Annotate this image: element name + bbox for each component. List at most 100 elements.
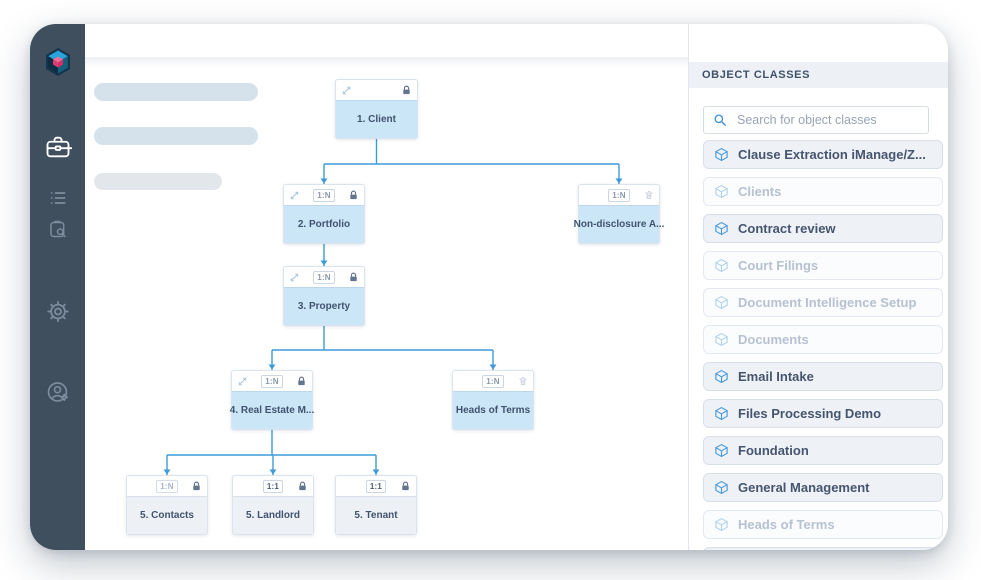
- search-box[interactable]: [703, 106, 929, 134]
- object-class-label: Contract review: [738, 221, 836, 236]
- object-class-item[interactable]: Foundation: [703, 436, 943, 465]
- diagram-node-heads[interactable]: 1:N Heads of Terms: [452, 370, 534, 430]
- object-cube-icon: [714, 406, 729, 421]
- list-icon: [50, 192, 65, 204]
- node-header: 1:N: [579, 185, 659, 205]
- panel-title: OBJECT CLASSES: [702, 69, 811, 81]
- cardinality-badge[interactable]: 1:N: [313, 188, 335, 202]
- sidebar-item-settings[interactable]: [45, 299, 70, 324]
- object-class-item[interactable]: Files Processing Demo: [703, 399, 943, 428]
- node-header: 1:1: [233, 476, 313, 496]
- diagram-node-realestate[interactable]: 1:N 4. Real Estate M...: [229, 370, 315, 430]
- object-classes-panel: OBJECT CLASSES Clause Extraction iManage…: [688, 24, 948, 550]
- gear-icon: [46, 300, 69, 323]
- node-header: 1:N: [284, 267, 364, 287]
- object-cube-icon: [714, 221, 729, 236]
- trash-icon[interactable]: [644, 190, 654, 200]
- trash-icon[interactable]: [518, 376, 528, 386]
- object-class-label: Documents: [738, 332, 809, 347]
- object-class-item[interactable]: Documents: [703, 325, 943, 354]
- object-cube-icon: [714, 147, 729, 162]
- lock-icon[interactable]: [400, 481, 411, 492]
- node-header: 1:1: [336, 476, 416, 496]
- lock-icon[interactable]: [348, 272, 359, 283]
- object-class-label: Document Intelligence Setup: [738, 295, 917, 310]
- diagram-node-property[interactable]: 1:N 3. Property: [283, 266, 365, 326]
- object-class-item[interactable]: Contract review: [703, 214, 943, 243]
- object-cube-icon: [714, 369, 729, 384]
- object-class-label: Clause Extraction iManage/Z...: [738, 147, 926, 162]
- node-body: 5. Tenant: [336, 496, 416, 534]
- diagram-canvas[interactable]: 1. Client 1:N 2. Portfolio 1:N Non-disclosur…: [85, 24, 688, 550]
- collapse-icon[interactable]: [289, 190, 300, 201]
- object-class-label: Heads of Terms: [738, 517, 835, 532]
- node-body: Non-disclosure A...: [574, 205, 664, 243]
- diagram-node-tenant[interactable]: 1:1 5. Tenant: [335, 475, 417, 535]
- collapse-icon[interactable]: [341, 85, 352, 96]
- node-body: 5. Contacts: [127, 496, 207, 534]
- object-class-item[interactable]: Heads of Terms: [703, 510, 943, 539]
- node-label: Heads of Terms: [455, 405, 531, 416]
- lock-icon[interactable]: [191, 481, 202, 492]
- object-cube-icon: [714, 295, 729, 310]
- lock-icon[interactable]: [296, 376, 307, 387]
- document-search-icon: [49, 220, 66, 238]
- node-label: Non-disclosure A...: [573, 219, 665, 230]
- sidebar-item-document-search[interactable]: [47, 219, 68, 240]
- cardinality-badge[interactable]: 1:1: [262, 479, 284, 493]
- node-body: 3. Property: [284, 287, 364, 325]
- diagram-node-nda[interactable]: 1:N Non-disclosure A...: [574, 184, 664, 244]
- object-class-item[interactable]: Email Intake: [703, 362, 943, 391]
- object-class-item[interactable]: Clause Extraction iManage/Z...: [703, 140, 943, 169]
- node-body: 5. Landlord: [233, 496, 313, 534]
- sidebar-item-workspace[interactable]: [44, 133, 72, 161]
- object-class-item[interactable]: Document Intelligence Setup: [703, 288, 943, 317]
- briefcase-icon: [46, 136, 72, 158]
- user-star-icon: [47, 382, 68, 402]
- node-label: 2. Portfolio: [297, 219, 351, 230]
- node-body: 4. Real Estate M...: [229, 391, 315, 429]
- cardinality-badge[interactable]: 1:N: [608, 188, 630, 202]
- node-label: 1. Client: [357, 114, 396, 125]
- lock-icon[interactable]: [348, 190, 359, 201]
- node-header: 1:N: [232, 371, 312, 391]
- node-label: 5. Landlord: [246, 510, 300, 521]
- object-class-item[interactable]: [703, 547, 943, 550]
- node-label: 4. Real Estate M...: [229, 405, 315, 416]
- sidebar-item-account[interactable]: [45, 380, 70, 405]
- node-body: 1. Client: [336, 100, 417, 138]
- node-header: 1:N: [127, 476, 207, 496]
- object-class-item[interactable]: Court Filings: [703, 251, 943, 280]
- node-label: 5. Contacts: [140, 510, 194, 521]
- node-label: 3. Property: [297, 301, 351, 312]
- cardinality-badge[interactable]: 1:N: [156, 479, 178, 493]
- collapse-icon[interactable]: [237, 376, 248, 387]
- object-cube-icon: [714, 332, 729, 347]
- object-class-item[interactable]: General Management: [703, 473, 943, 502]
- object-class-item[interactable]: Clients: [703, 177, 943, 206]
- node-body: 2. Portfolio: [284, 205, 364, 243]
- sidebar-item-lists[interactable]: [48, 188, 68, 208]
- cardinality-badge[interactable]: 1:N: [261, 374, 283, 388]
- object-cube-icon: [714, 184, 729, 199]
- diagram-node-portfolio[interactable]: 1:N 2. Portfolio: [283, 184, 365, 244]
- collapse-icon[interactable]: [289, 272, 300, 283]
- skeleton-pill: [94, 173, 222, 190]
- cardinality-badge[interactable]: 1:1: [365, 479, 387, 493]
- object-cube-icon: [714, 480, 729, 495]
- search-input[interactable]: [735, 112, 919, 128]
- node-header: 1:N: [284, 185, 364, 205]
- diagram-node-contacts[interactable]: 1:N 5. Contacts: [126, 475, 208, 535]
- nav-sidebar: [30, 24, 85, 550]
- lock-icon[interactable]: [297, 481, 308, 492]
- diagram-node-landlord[interactable]: 1:1 5. Landlord: [232, 475, 314, 535]
- canvas-top-shade: [85, 57, 688, 68]
- cardinality-badge[interactable]: 1:N: [313, 270, 335, 284]
- cardinality-badge[interactable]: 1:N: [482, 374, 504, 388]
- node-body: Heads of Terms: [453, 391, 533, 429]
- object-cube-icon: [714, 517, 729, 532]
- diagram-node-client[interactable]: 1. Client: [335, 79, 418, 139]
- lock-icon[interactable]: [401, 85, 412, 96]
- app-logo-cube-icon[interactable]: [42, 46, 74, 78]
